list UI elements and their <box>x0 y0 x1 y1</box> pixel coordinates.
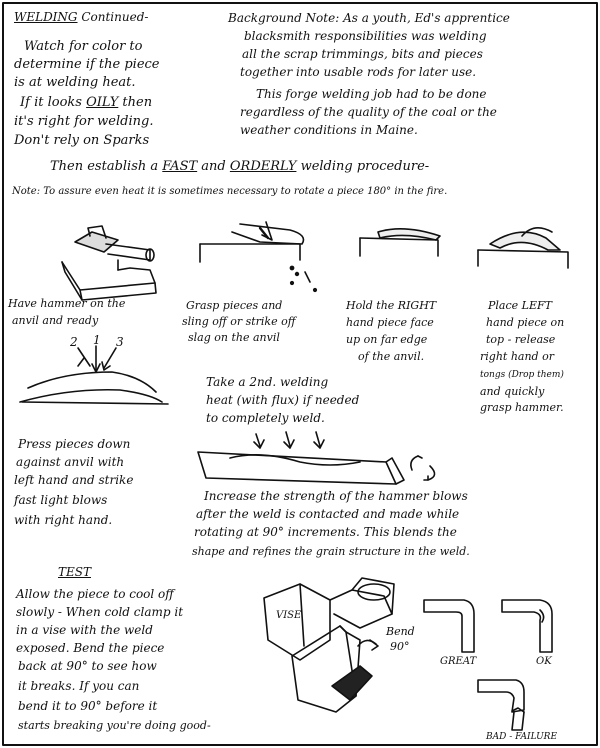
bad-failure-bend-drawing <box>477 679 525 731</box>
step1-line-1: Have hammer on the <box>8 297 126 310</box>
ok-bend-drawing <box>501 599 553 653</box>
hammer-blows-drawing <box>19 345 169 405</box>
step3-line-3: up on far edge <box>346 333 428 346</box>
background-note-line-7: weather conditions in Maine. <box>240 123 418 137</box>
step1-line-2: anvil and ready <box>12 314 99 327</box>
section-heading: WELDING Continued- <box>14 10 149 24</box>
color-tip-line-3: is at welding heat. <box>14 75 136 90</box>
second-weld-line-3: to completely weld. <box>206 411 325 425</box>
great-bend-drawing <box>423 599 475 653</box>
step4-line-3: top - release <box>486 333 556 346</box>
place-left-piece-drawing <box>477 227 569 269</box>
oily-tip-line-3: Don't rely on Sparks <box>14 133 150 148</box>
background-note-line-1: Background Note: As a youth, Ed's appren… <box>228 11 510 25</box>
oily-word: OILY <box>86 95 119 110</box>
step4-line-6: and quickly <box>480 385 545 398</box>
test-line-6: it breaks. If you can <box>18 679 140 693</box>
vise-label: VISE <box>276 610 302 621</box>
test-heading: TEST <box>58 565 91 579</box>
increase-line-1: Increase the strength of the hammer blow… <box>204 489 468 503</box>
procedure-line: Then establish a FAST and ORDERLY weldin… <box>50 159 430 175</box>
increase-line-2: after the weld is contacted and made whi… <box>196 507 460 521</box>
test-line-1: Allow the piece to cool off <box>16 587 174 601</box>
hammer-on-anvil-drawing <box>61 225 157 301</box>
step4-line-7: grasp hammer. <box>480 401 564 414</box>
background-note-line-5: This forge welding job had to be done <box>256 87 487 101</box>
step4-line-1: Place LEFT <box>488 299 552 312</box>
oily-post: then <box>122 95 153 110</box>
test-line-8: starts breaking you're doing good- <box>18 719 211 732</box>
background-note-line-6: regardless of the quality of the coal or… <box>240 105 497 119</box>
test-line-4: exposed. Bend the piece <box>16 641 165 655</box>
procedure-and: and <box>201 159 226 174</box>
weld-rod-drawing <box>197 431 436 485</box>
step2-line-2: sling off or strike off <box>182 315 296 328</box>
press-line-2: against anvil with <box>16 455 125 469</box>
procedure-post: welding procedure- <box>300 159 430 174</box>
procedure-orderly: ORDERLY <box>229 159 297 174</box>
second-weld-line-1: Take a 2nd. welding <box>206 375 329 389</box>
bend-label: Bend <box>386 625 415 638</box>
blow-number-3: 3 <box>116 335 124 349</box>
increase-line-4: shape and refines the grain structure in… <box>192 545 470 558</box>
bad-failure-label: BAD - FAILURE <box>486 732 558 742</box>
heading-continued: Continued- <box>81 10 149 24</box>
procedure-fast: FAST <box>162 159 198 174</box>
oily-tip-line-2: it's right for welding. <box>14 114 154 129</box>
blow-number-2: 2 <box>70 335 78 349</box>
step2-line-1: Grasp pieces and <box>186 299 283 312</box>
background-note-line-2: blacksmith responsibilities was welding <box>244 29 487 43</box>
sling-slag-drawing <box>199 221 318 293</box>
rotation-note: Note: To assure even heat it is sometime… <box>12 186 448 197</box>
test-line-3: in a vise with the weld <box>16 623 153 637</box>
step3-line-2: hand piece face <box>346 316 434 329</box>
great-label: GREAT <box>440 656 477 667</box>
step4-line-2: hand piece on <box>486 316 565 329</box>
step3-line-1: Hold the RIGHT <box>346 299 437 312</box>
vise-bend-drawing <box>263 577 395 713</box>
ok-label: OK <box>536 656 552 667</box>
color-tip-line-1: Watch for color to <box>24 39 143 54</box>
step2-line-3: slag on the anvil <box>188 331 280 344</box>
press-line-3: left hand and strike <box>14 473 134 487</box>
step3-line-4: of the anvil. <box>358 350 425 363</box>
oily-pre: If it looks <box>20 95 82 110</box>
background-note-line-3: all the scrap trimmings, bits and pieces <box>242 47 483 61</box>
blow-number-1: 1 <box>93 333 101 347</box>
oily-tip-line: If it looks OILY then <box>20 95 153 111</box>
bend-angle-label: 90° <box>390 640 410 653</box>
second-weld-line-2: heat (with flux) if needed <box>206 393 360 407</box>
step4-line-5: tongs (Drop them) <box>480 370 564 380</box>
press-line-1: Press pieces down <box>18 437 131 451</box>
press-line-5: with right hand. <box>14 513 113 527</box>
press-line-4: fast light blows <box>14 493 108 507</box>
hold-right-piece-drawing <box>359 228 441 257</box>
test-line-7: bend it to 90° before it <box>18 699 158 713</box>
test-line-2: slowly - When cold clamp it <box>16 605 184 619</box>
heading-welding-word: WELDING <box>14 10 78 24</box>
procedure-pre: Then establish a <box>50 159 159 174</box>
background-note-line-4: together into usable rods for later use. <box>240 65 477 79</box>
color-tip-line-2: determine if the piece <box>14 57 160 72</box>
step4-line-4: right hand or <box>480 350 554 363</box>
test-line-5: back at 90° to see how <box>18 659 157 673</box>
increase-line-3: rotating at 90° increments. This blends … <box>194 525 457 539</box>
